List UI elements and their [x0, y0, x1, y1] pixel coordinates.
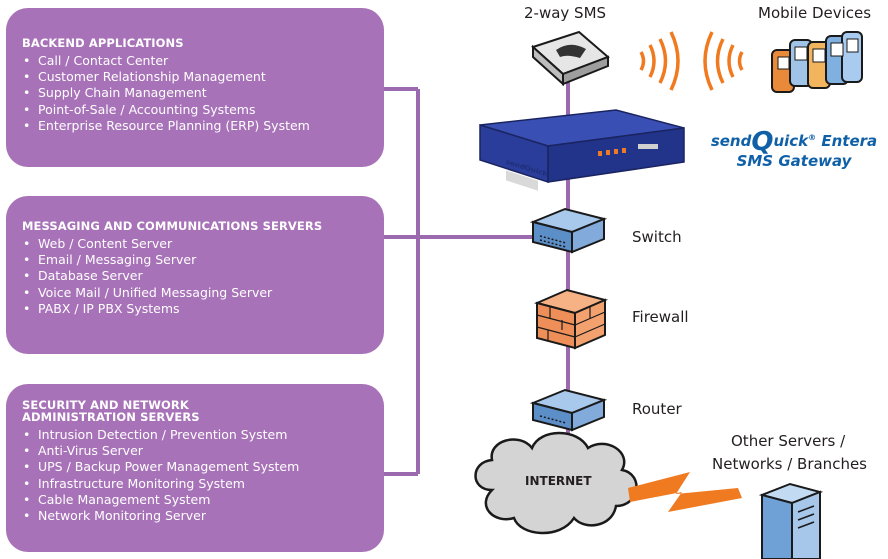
item-list: Web / Content Server Email / Messaging S…	[22, 236, 368, 317]
product-brand: sendQuick® Entera SMS Gateway	[705, 128, 883, 171]
lightning-bolt-icon	[628, 472, 742, 512]
panel-title: MESSAGING AND COMMUNICATIONS SERVERS	[22, 219, 323, 233]
brand-reg: ®	[808, 133, 817, 142]
list-item: Customer Relationship Management	[22, 69, 368, 85]
internet-cloud-icon	[474, 431, 638, 535]
messaging-servers-panel: MESSAGING AND COMMUNICATIONS SERVERS Web…	[6, 196, 384, 354]
brand-suffix: uick	[773, 132, 809, 150]
switch-label: Switch	[632, 228, 682, 246]
list-item: Supply Chain Management	[22, 85, 368, 101]
list-item: UPS / Backup Power Management System	[22, 459, 368, 475]
server-icon	[758, 482, 824, 559]
list-item: Voice Mail / Unified Messaging Server	[22, 285, 368, 301]
brand-q: Q	[751, 127, 774, 157]
brand-line1: sendQuick® Entera	[705, 128, 883, 155]
gateway-device-icon	[479, 109, 685, 191]
list-item: Point-of-Sale / Accounting Systems	[22, 102, 368, 118]
router-label: Router	[632, 400, 682, 418]
panel-title: BACKEND APPLICATIONS	[22, 36, 184, 50]
switch-icon	[529, 207, 608, 254]
list-item: Cable Management System	[22, 492, 368, 508]
mobile-devices-label: Mobile Devices	[758, 4, 872, 22]
security-servers-panel: SECURITY AND NETWORK ADMINISTRATION SERV…	[6, 384, 384, 552]
signal-waves-icon	[639, 31, 744, 91]
firewall-icon	[533, 288, 609, 350]
item-list: Intrusion Detection / Prevention System …	[22, 427, 368, 524]
firewall-label: Firewall	[632, 308, 689, 326]
list-item: PABX / IP PBX Systems	[22, 301, 368, 317]
list-item: Anti-Virus Server	[22, 443, 368, 459]
router-icon	[529, 388, 608, 432]
item-list: Call / Contact Center Customer Relations…	[22, 53, 368, 134]
sms-modem-icon	[531, 30, 610, 87]
list-item: Network Monitoring Server	[22, 508, 368, 524]
list-item: Database Server	[22, 268, 368, 284]
list-item: Email / Messaging Server	[22, 252, 368, 268]
list-item: Infrastructure Monitoring System	[22, 476, 368, 492]
other-servers-label-line2: Networks / Branches	[712, 455, 867, 473]
panel-title: SECURITY AND NETWORK ADMINISTRATION SERV…	[22, 398, 200, 424]
list-item: Call / Contact Center	[22, 53, 368, 69]
brand-product: Entera	[816, 132, 878, 150]
brand-line2: SMS Gateway	[736, 152, 852, 170]
mobile-devices-icon	[771, 31, 863, 93]
list-item: Web / Content Server	[22, 236, 368, 252]
list-item: Intrusion Detection / Prevention System	[22, 427, 368, 443]
brand-prefix: send	[710, 132, 752, 150]
list-item: Enterprise Resource Planning (ERP) Syste…	[22, 118, 368, 134]
sms-label: 2-way SMS	[524, 4, 607, 22]
backend-applications-panel: BACKEND APPLICATIONS Call / Contact Cent…	[6, 8, 384, 167]
internet-label: INTERNET	[525, 474, 592, 488]
other-servers-label-line1: Other Servers /	[731, 432, 846, 450]
